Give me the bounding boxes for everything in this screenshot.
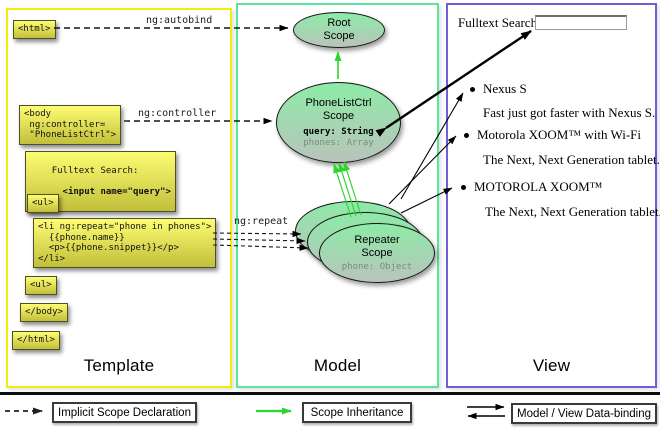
- code-box-html-open: <html>: [13, 20, 56, 39]
- ng-repeat-label: ng:repeat: [234, 216, 289, 227]
- root-scope-title: Root Scope: [323, 17, 355, 42]
- code-box-ul-first: <ul>: [27, 194, 59, 213]
- view-item-desc: The Next, Next Generation tablet.: [485, 204, 660, 219]
- legend-implicit-scope-label: Implicit Scope Declaration: [52, 402, 197, 423]
- phonelistctrl-phones-prop: phones: Array: [303, 137, 374, 148]
- model-panel: [236, 3, 439, 388]
- view-item-name: MOTOROLA XOOM™: [474, 179, 603, 194]
- ng-controller-label: ng:controller: [138, 108, 217, 119]
- repeater-scope-ellipse: Repeater Scope phone: Object: [319, 223, 435, 283]
- view-panel-title: View: [532, 356, 571, 375]
- repeater-scope-title: Repeater Scope: [354, 233, 400, 259]
- template-panel-title: Template: [83, 356, 155, 375]
- code-fulltext-label: Fulltext Search:: [51, 165, 139, 176]
- ng-autobind-label: ng:autobind: [146, 15, 213, 26]
- view-item-desc: Fast just got faster with Nexus S.: [483, 105, 656, 120]
- code-box-html-close: </html>: [12, 331, 60, 350]
- view-search-label: Fulltext Search:: [458, 15, 541, 30]
- repeater-phone-prop: phone: Object: [341, 261, 413, 272]
- legend-databinding-label: Model / View Data-binding: [511, 403, 657, 424]
- root-scope-ellipse: Root Scope: [293, 12, 385, 48]
- view-search-input-box: [535, 15, 627, 30]
- phonelistctrl-scope-title: PhoneListCtrl Scope: [305, 96, 372, 122]
- phonelistctrl-scope-ellipse: PhoneListCtrl Scope query: String phones…: [276, 82, 401, 163]
- code-fulltext-input: <input name="query">: [51, 186, 171, 197]
- code-box-body-close: </body>: [20, 303, 68, 322]
- legend-divider-rule: [0, 392, 660, 395]
- view-item-name: Motorola XOOM™ with Wi-Fi: [477, 127, 642, 142]
- view-item-name: Nexus S: [483, 81, 527, 96]
- model-panel-title: Model: [313, 356, 362, 375]
- bullet-icon: [464, 133, 469, 138]
- code-box-ul-second: <ul>: [25, 276, 57, 295]
- view-item-desc: The Next, Next Generation tablet.: [483, 152, 660, 167]
- code-box-body-open: <body ng:controller= "PhoneListCtrl">: [19, 105, 122, 145]
- phonelistctrl-query-prop: query: String: [303, 126, 374, 137]
- view-panel: [446, 3, 657, 388]
- bullet-icon: [461, 185, 466, 190]
- code-box-li-repeat: <li ng:repeat="phone in phones"> {{phone…: [33, 218, 217, 268]
- legend-scope-inheritance-label: Scope Inheritance: [302, 402, 412, 423]
- bullet-icon: [470, 87, 475, 92]
